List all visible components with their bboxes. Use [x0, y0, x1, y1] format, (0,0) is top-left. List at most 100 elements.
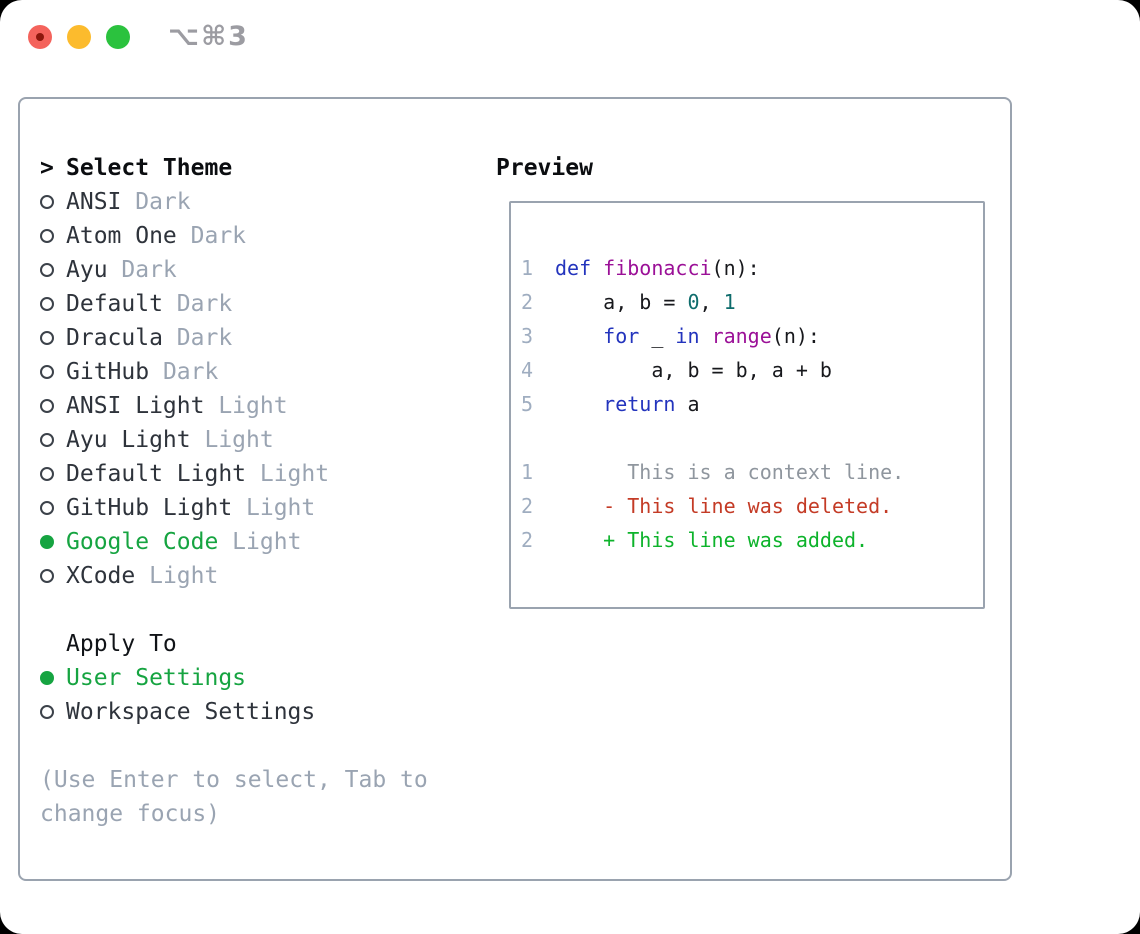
line-number: 1 — [521, 460, 534, 484]
preview-line: 2 a, b = 0, 1 — [521, 285, 983, 319]
theme-option[interactable]: Atom One Dark — [40, 219, 490, 253]
code-token: 1 — [723, 290, 736, 314]
code-token — [555, 324, 603, 348]
traffic-lights — [28, 25, 130, 49]
code-token: a, b = — [555, 290, 688, 314]
radio-icon — [40, 569, 54, 583]
line-number: 5 — [521, 392, 534, 416]
option-label: Default — [66, 291, 163, 317]
code-token: This is a context line. — [555, 460, 905, 484]
line-number: 2 — [521, 528, 534, 552]
code-token: range — [711, 324, 772, 348]
diff-preview: 1 This is a context line.2 - This line w… — [521, 455, 983, 557]
radio-icon — [40, 195, 54, 209]
radio-icon — [40, 365, 54, 379]
theme-option[interactable]: XCode Light — [40, 559, 490, 593]
code-token: _ — [639, 324, 676, 348]
zoom-button[interactable] — [106, 25, 130, 49]
preview-line: 2 - This line was deleted. — [521, 489, 983, 523]
code-token: (n): — [771, 324, 820, 348]
option-label: Ayu — [66, 257, 108, 283]
option-label: Ayu Light — [66, 427, 191, 453]
theme-variant-tag: Light — [246, 461, 330, 487]
code-token: 0 — [687, 290, 700, 314]
radio-icon — [40, 467, 54, 481]
theme-option[interactable]: Google Code Light — [40, 525, 490, 559]
theme-variant-tag: Dark — [162, 291, 233, 317]
theme-option[interactable]: Default Dark — [40, 287, 490, 321]
theme-option[interactable]: Ayu Light Light — [40, 423, 490, 457]
theme-option[interactable]: ANSI Light Light — [40, 389, 490, 423]
apply-to-header: Apply To — [40, 627, 490, 661]
minimize-button[interactable] — [67, 25, 91, 49]
option-label: GitHub — [66, 359, 150, 385]
code-token: return — [603, 392, 676, 416]
code-token: a — [675, 392, 700, 416]
option-label: Default Light — [66, 461, 247, 487]
code-token: + This line was added. — [555, 528, 869, 552]
line-content: return a — [555, 387, 700, 421]
line-content: a, b = 0, 1 — [555, 285, 736, 319]
line-content: - This line was deleted. — [555, 489, 892, 523]
option-label: Google Code — [66, 529, 219, 555]
theme-option[interactable]: GitHub Dark — [40, 355, 490, 389]
select-theme-label: Select Theme — [66, 155, 233, 181]
window-shortcut-title: ⌥⌘3 — [168, 21, 249, 52]
preview-title: Preview — [496, 155, 593, 181]
option-label: User Settings — [66, 665, 247, 691]
preview-line: 3 for _ in range(n): — [521, 319, 983, 353]
apply-to-option[interactable]: User Settings — [40, 661, 490, 695]
preview-line: 2 + This line was added. — [521, 523, 983, 557]
close-button[interactable] — [28, 25, 52, 49]
theme-variant-tag: Light — [190, 427, 274, 453]
help-text-line-2: change focus) — [40, 801, 221, 827]
code-token — [700, 324, 712, 348]
theme-variant-tag: Dark — [149, 359, 219, 385]
option-label: XCode — [66, 563, 136, 589]
theme-variant-tag: Light — [232, 495, 316, 521]
code-token: for — [603, 324, 640, 348]
code-token: a, b = b, a + b — [555, 358, 832, 382]
option-label: Workspace Settings — [66, 699, 316, 725]
code-token: (n): — [711, 256, 760, 280]
preview-line: 1 This is a context line. — [521, 455, 983, 489]
code-token: def — [555, 256, 604, 280]
line-content: a, b = b, a + b — [555, 353, 832, 387]
radio-icon — [40, 705, 54, 719]
caret-icon: > — [40, 155, 54, 181]
theme-variant-tag: Dark — [107, 257, 177, 283]
theme-variant-tag: Light — [204, 393, 288, 419]
spacer — [40, 729, 490, 763]
line-content: for _ in range(n): — [555, 319, 820, 353]
line-number: 2 — [521, 494, 534, 518]
theme-option[interactable]: Dracula Dark — [40, 321, 490, 355]
apply-to-label: Apply To — [66, 631, 177, 657]
theme-option[interactable]: Default Light Light — [40, 457, 490, 491]
radio-icon — [40, 263, 54, 277]
option-label: GitHub Light — [66, 495, 233, 521]
option-label: Atom One — [66, 223, 177, 249]
theme-option[interactable]: ANSI Dark — [40, 185, 490, 219]
theme-option[interactable]: Ayu Dark — [40, 253, 490, 287]
code-token — [555, 392, 603, 416]
apply-to-option[interactable]: Workspace Settings — [40, 695, 490, 729]
theme-option[interactable]: GitHub Light Light — [40, 491, 490, 525]
titlebar: ⌥⌘3 — [0, 0, 1140, 74]
spacer — [40, 593, 490, 627]
theme-variant-tag: Dark — [176, 223, 247, 249]
select-theme-header: > Select Theme — [40, 151, 490, 185]
code-token: - This line was deleted. — [555, 494, 893, 518]
theme-variant-tag: Light — [135, 563, 219, 589]
code-token: , — [699, 290, 724, 314]
line-content: This is a context line. — [555, 455, 904, 489]
option-label: Dracula — [66, 325, 163, 351]
theme-variant-tag: Dark — [121, 189, 191, 215]
radio-icon — [40, 297, 54, 311]
radio-selected-icon — [40, 671, 54, 685]
radio-icon — [40, 399, 54, 413]
